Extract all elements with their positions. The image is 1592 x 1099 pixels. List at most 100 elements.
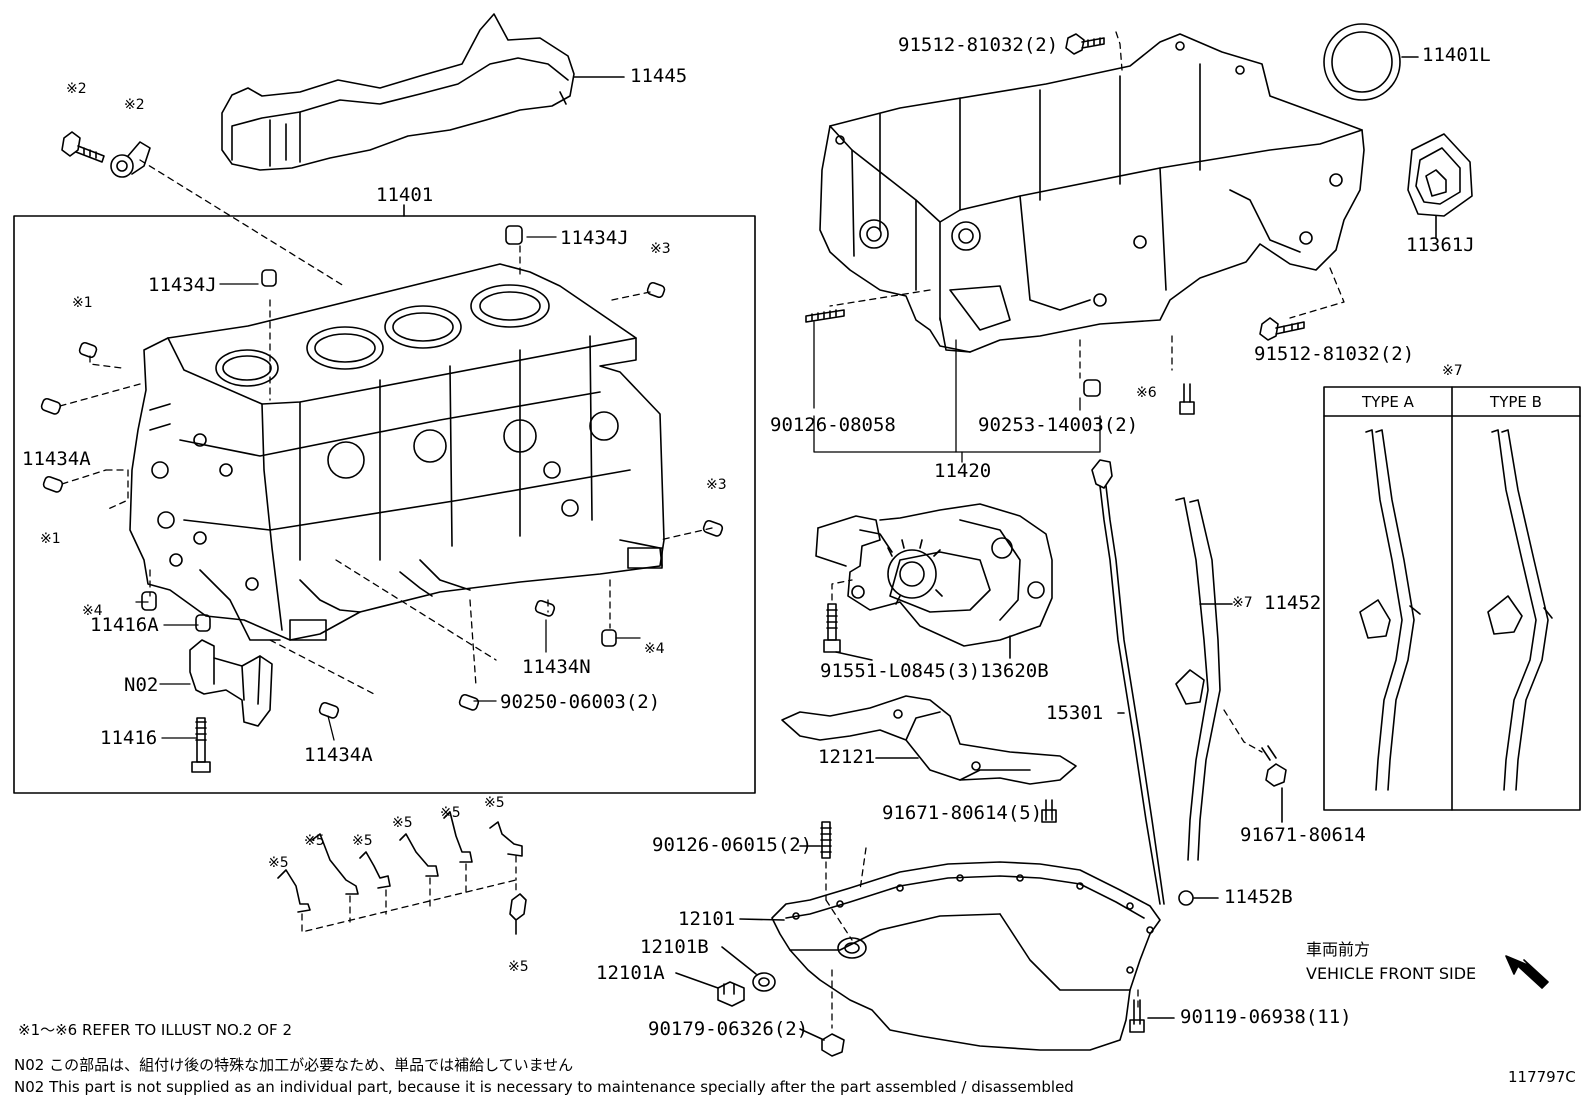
mark-m5-5: ※5 xyxy=(440,805,461,821)
label-91512-top: 91512-81032(2) xyxy=(898,34,1059,56)
label-11361J: 11361J xyxy=(1406,234,1475,256)
part-15301-dipstick xyxy=(1091,459,1165,905)
leader-12101A xyxy=(675,972,719,989)
part-91512-bolt-bottom xyxy=(1259,317,1305,341)
mark-m3-top: ※3 xyxy=(650,241,671,257)
type-b-header: TYPE B xyxy=(1490,393,1542,411)
pin-11416A xyxy=(195,614,211,632)
pin-m1-top xyxy=(78,341,98,359)
part-11452-guide-tube xyxy=(1175,497,1221,861)
part-11445-cover xyxy=(221,13,575,171)
label-11401: 11401 xyxy=(376,184,434,206)
label-90250: 90250-06003(2) xyxy=(500,691,661,713)
mark-m4-left: ※4 xyxy=(82,603,103,619)
pin-11434A-left xyxy=(40,397,62,415)
dashed-leaders-m5 xyxy=(301,855,517,933)
label-90119: 90119-06938(11) xyxy=(1180,1006,1352,1028)
label-90126-06015: 90126-06015(2) xyxy=(652,834,813,856)
pin-11434J-upper xyxy=(505,225,523,245)
label-11434A-left: 11434A xyxy=(22,448,91,470)
leader-12101B xyxy=(721,946,757,975)
group-box-11401 xyxy=(13,215,756,794)
leaders-left-box xyxy=(135,236,641,741)
part-bolt-m2 xyxy=(61,131,105,163)
part-91671-bolt-5 xyxy=(1041,799,1057,823)
part-91671-bolt xyxy=(1261,745,1287,787)
direction-en: VEHICLE FRONT SIDE xyxy=(1306,964,1477,983)
leader-12101 xyxy=(739,918,785,921)
mark-m5-4: ※5 xyxy=(392,815,413,831)
illustration-number: 117797C xyxy=(1508,1068,1576,1086)
mark-m2-bolt: ※2 xyxy=(66,81,87,97)
label-90179: 90179-06326(2) xyxy=(648,1018,809,1040)
pin-m3-low xyxy=(702,519,724,537)
label-12101B: 12101B xyxy=(640,936,709,958)
mark-m1-top: ※1 xyxy=(72,295,93,311)
part-12101A-drain-plug xyxy=(717,981,745,1007)
mark-m6: ※6 xyxy=(1136,385,1157,401)
part-90119-bolt xyxy=(1129,999,1145,1033)
bracket-11420 xyxy=(813,321,1101,463)
mark-m5-6: ※5 xyxy=(484,795,505,811)
label-11452: 11452 xyxy=(1264,592,1322,614)
dashed-leaders-tube xyxy=(1223,709,1263,753)
type-a-header: TYPE A xyxy=(1362,393,1414,411)
mark-m5-2: ※5 xyxy=(304,833,325,849)
part-11420-oil-pan-upper xyxy=(819,33,1365,353)
mark-m5-3: ※5 xyxy=(352,833,373,849)
part-type-a-tube xyxy=(1359,429,1421,791)
part-11401-cylinder-block xyxy=(129,263,665,641)
mark-m5-7: ※5 xyxy=(508,959,529,975)
dashed-leaders-pump xyxy=(831,579,853,601)
label-91551: 91551-L0845(3) xyxy=(820,660,981,682)
part-11361J-gasket xyxy=(1407,133,1473,217)
part-90126-06015-stud xyxy=(820,821,832,859)
label-91671-5: 91671-80614(5) xyxy=(882,802,1043,824)
n02-note-en: N02 This part is not supplied as an indi… xyxy=(14,1078,1074,1096)
label-11434N: 11434N xyxy=(522,656,591,678)
part-11452B-oring xyxy=(1178,890,1194,906)
label-13620B: 13620B xyxy=(980,660,1049,682)
part-type-b-tube xyxy=(1487,429,1553,791)
label-11434J-mid: 11434J xyxy=(148,274,217,296)
label-90253: 90253-14003(2) xyxy=(978,414,1139,436)
part-11416-bolt xyxy=(191,717,211,773)
direction-jp: 車両前方 xyxy=(1306,940,1371,959)
part-m6-bolt xyxy=(1179,383,1195,415)
mark-m7-box: ※7 xyxy=(1442,363,1463,379)
label-N02: N02 xyxy=(124,674,159,696)
part-90126-stud xyxy=(805,309,845,323)
label-11434J-upper: 11434J xyxy=(560,227,629,249)
pin-11434A-low xyxy=(318,701,340,719)
pin-m3-top xyxy=(646,281,666,299)
pin-m1-low xyxy=(42,475,64,493)
label-91512-bottom: 91512-81032(2) xyxy=(1254,343,1415,365)
part-12101-oil-pan xyxy=(771,861,1161,1051)
part-90253-plug xyxy=(1083,379,1101,397)
label-11445: 11445 xyxy=(630,65,688,87)
pin-11434N xyxy=(534,599,556,617)
part-ring-m2 xyxy=(110,141,151,178)
pin-m4-right xyxy=(601,629,617,647)
label-11416A: 11416A xyxy=(90,614,159,636)
leader-90179 xyxy=(799,1028,825,1041)
pin-m4-left xyxy=(141,591,157,611)
part-11401L-oil-seal xyxy=(1323,23,1401,101)
mark-m5-1: ※5 xyxy=(268,855,289,871)
arrow-down-right-icon xyxy=(1505,955,1549,989)
label-90126-08058: 90126-08058 xyxy=(770,414,896,436)
label-15301: 15301 xyxy=(1046,702,1104,724)
label-11420: 11420 xyxy=(934,460,992,482)
part-m5-fittings xyxy=(277,811,527,935)
mark-m1-low: ※1 xyxy=(40,531,61,547)
dashed-leaders-pan xyxy=(825,847,1139,1029)
pin-90250 xyxy=(458,693,480,711)
part-12121-baffle xyxy=(781,695,1077,785)
label-11401L: 11401L xyxy=(1422,44,1491,66)
label-12101A: 12101A xyxy=(596,962,665,984)
dowel-pins xyxy=(40,225,724,719)
part-91512-bolt-top xyxy=(1065,33,1105,55)
mark-m7-tube: ※7 xyxy=(1232,595,1253,611)
n02-note-jp: N02 この部品は、組付け後の特殊な加工が必要なため、単品では補給していません xyxy=(14,1056,574,1074)
